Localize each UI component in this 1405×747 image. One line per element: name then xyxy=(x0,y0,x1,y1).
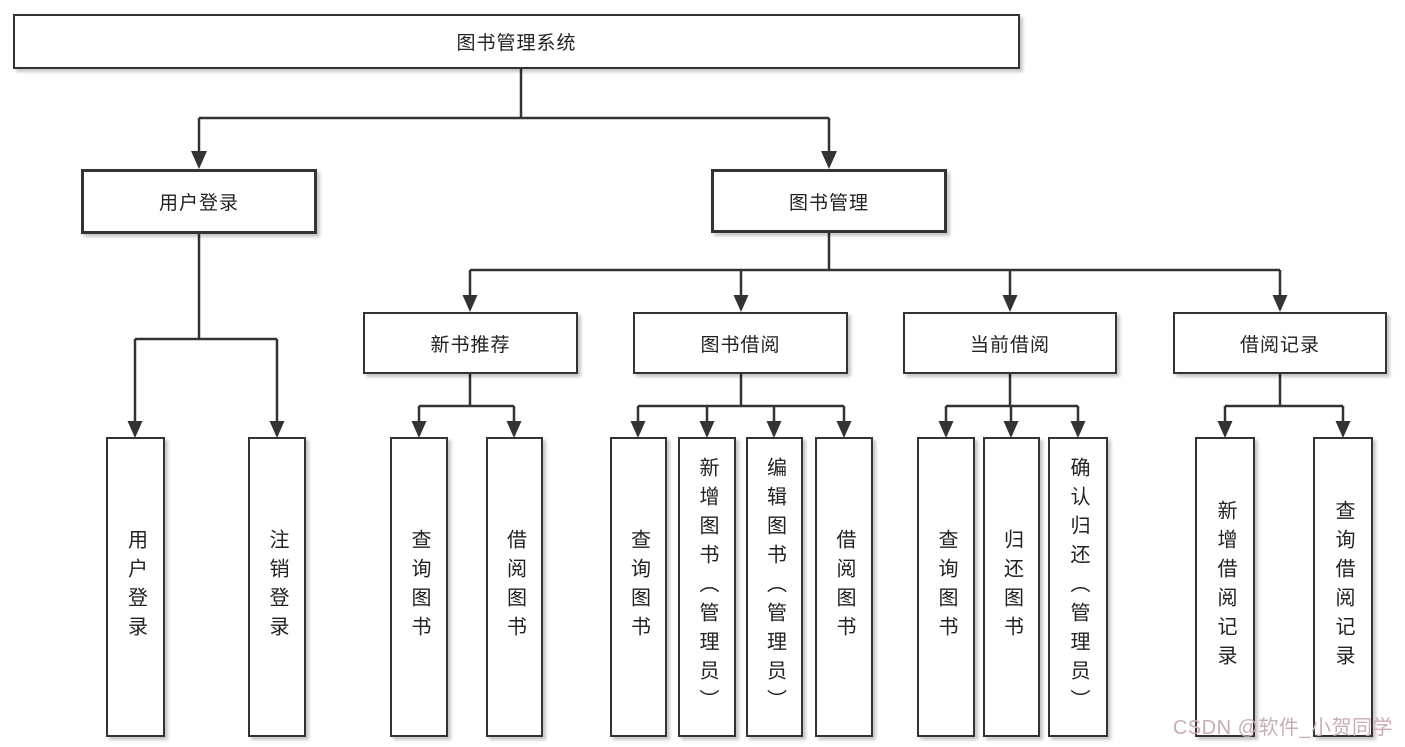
leaf-borrow-borrow-books: 借阅图书 xyxy=(815,437,873,737)
leaf-borrow-edit-books-admin: 编辑图书（管理员） xyxy=(746,437,803,737)
node-label: 查询图书 xyxy=(935,529,957,645)
node-label: 新增借阅记录 xyxy=(1214,500,1236,674)
node-borrow-records: 借阅记录 xyxy=(1173,312,1387,374)
node-label: 用户登录 xyxy=(124,529,147,645)
node-label: 确认归还（管理员） xyxy=(1067,456,1089,718)
node-label: 查询图书 xyxy=(408,529,430,645)
leaf-records-add-borrow-record: 新增借阅记录 xyxy=(1195,437,1255,737)
node-label: 编辑图书（管理员） xyxy=(763,456,786,718)
leaf-borrow-query-books: 查询图书 xyxy=(610,437,667,737)
arrow-shafts xyxy=(133,118,1345,424)
node-root-library-management-system: 图书管理系统 xyxy=(13,14,1020,69)
node-label: 当前借阅 xyxy=(969,334,1050,356)
node-label: 借阅图书 xyxy=(503,529,526,645)
leaf-newrec-query-books: 查询图书 xyxy=(390,437,448,737)
leaf-records-query-borrow-record: 查询借阅记录 xyxy=(1313,437,1373,737)
node-label: 图书管理 xyxy=(788,192,869,214)
node-new-book-recommend: 新书推荐 xyxy=(363,312,578,374)
csdn-watermark: CSDN @软件_小贺同学 xyxy=(1172,717,1393,739)
leaf-current-return-books: 归还图书 xyxy=(983,437,1040,737)
node-label: 用户登录 xyxy=(158,193,239,214)
leaf-current-query-books: 查询图书 xyxy=(917,437,975,737)
node-user-login: 用户登录 xyxy=(81,169,317,234)
node-label: 借阅记录 xyxy=(1239,334,1320,356)
leaf-logout: 注销登录 xyxy=(248,437,306,737)
node-label: 新增图书（管理员） xyxy=(696,456,718,718)
leaf-borrow-add-books-admin: 新增图书（管理员） xyxy=(678,437,736,737)
node-label: 借阅图书 xyxy=(833,529,855,645)
node-label: 查询借阅记录 xyxy=(1332,500,1354,674)
node-label: 注销登录 xyxy=(266,529,288,645)
leaf-newrec-borrow-books: 借阅图书 xyxy=(486,437,543,737)
node-label: 归还图书 xyxy=(1000,529,1023,645)
tree-edges xyxy=(135,69,1343,408)
node-label: 图书借阅 xyxy=(700,334,781,356)
leaf-current-confirm-return-admin: 确认归还（管理员） xyxy=(1048,437,1108,737)
node-label: 图书管理系统 xyxy=(456,33,577,54)
node-book-management: 图书管理 xyxy=(711,169,947,233)
leaf-user-login: 用户登录 xyxy=(106,437,165,737)
node-label: 查询图书 xyxy=(627,529,650,645)
node-current-borrow: 当前借阅 xyxy=(903,312,1117,374)
node-label: 新书推荐 xyxy=(430,334,511,356)
node-book-borrow: 图书借阅 xyxy=(633,312,848,374)
